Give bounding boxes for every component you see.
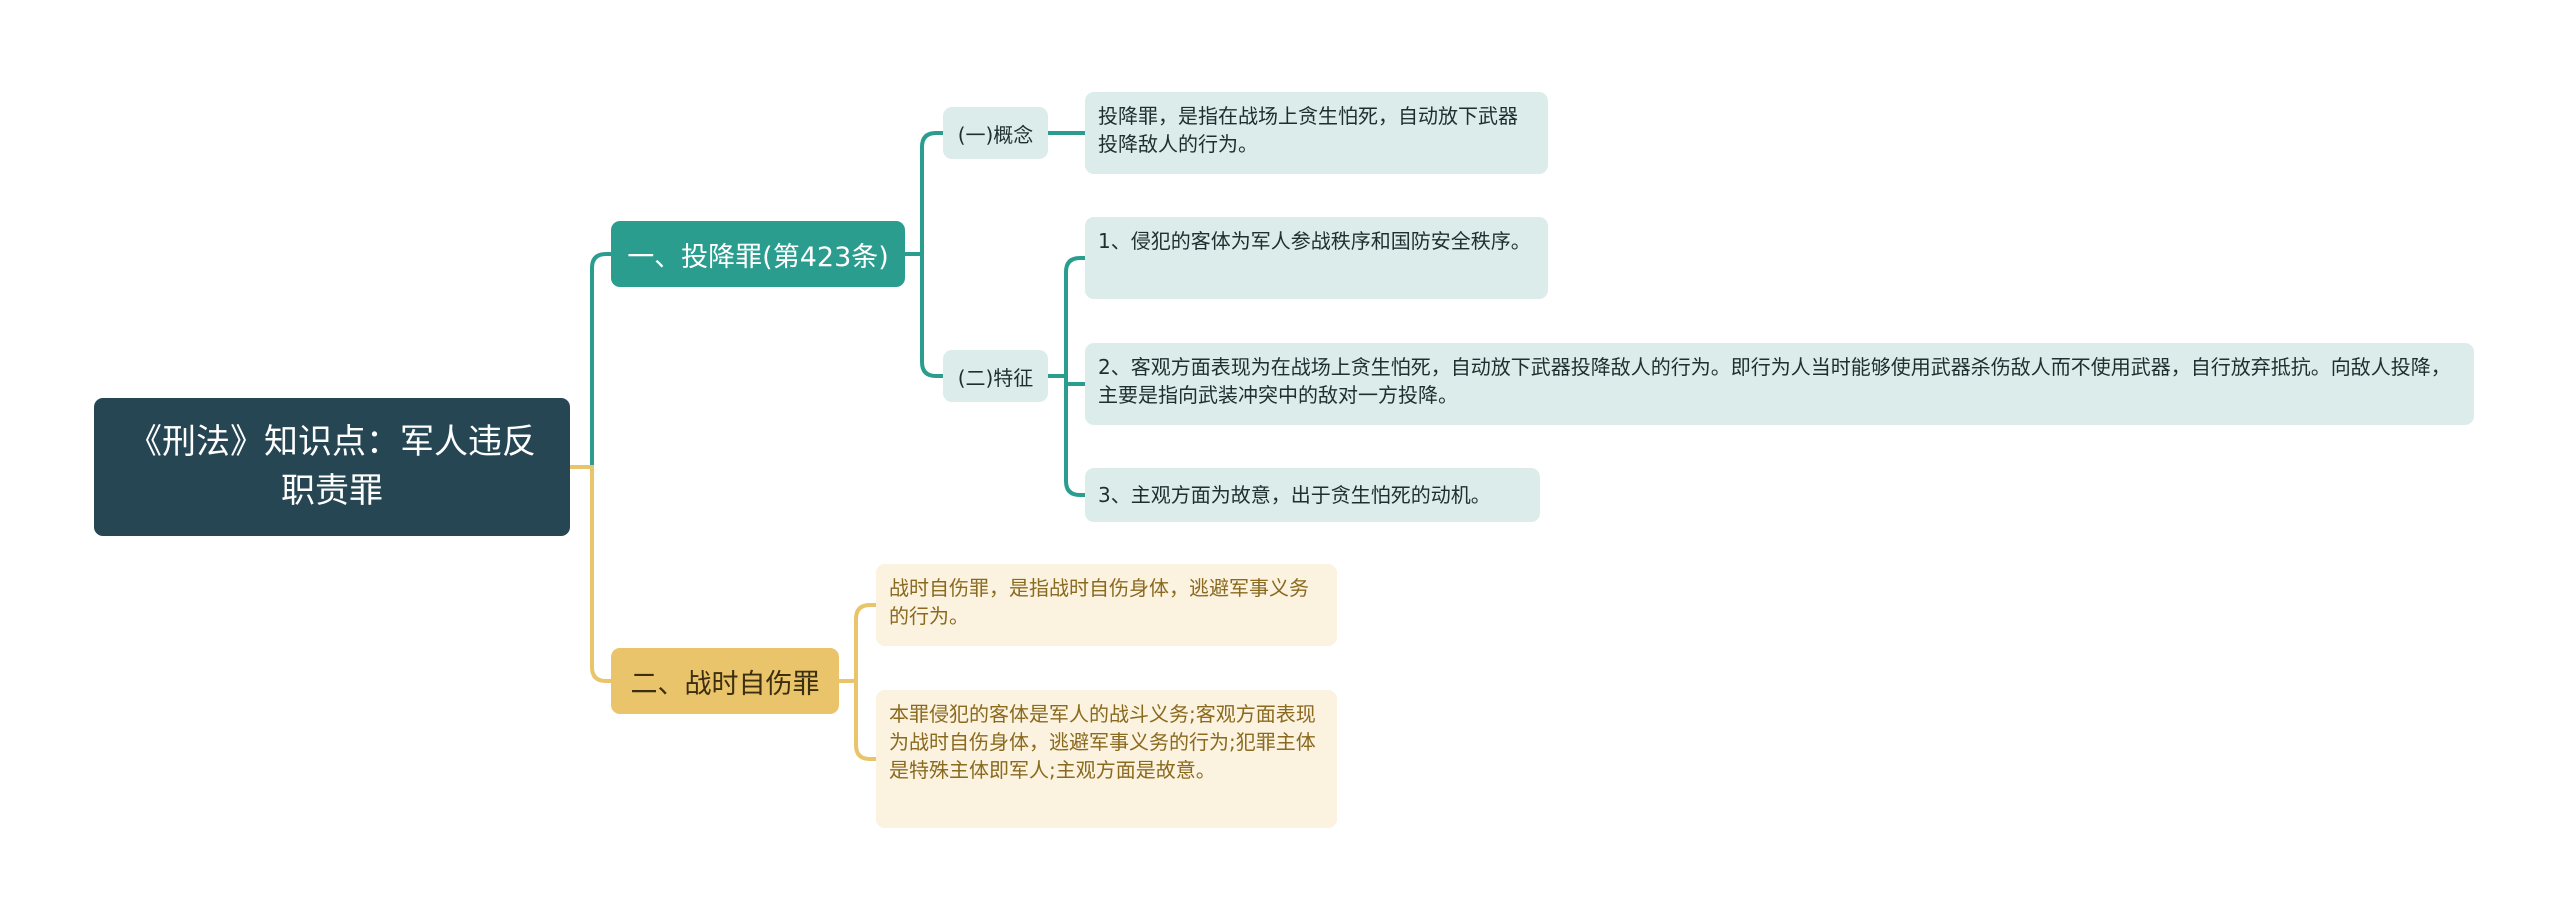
- leaf-feature-1[interactable]: 1、侵犯的客体为军人参战秩序和国防安全秩序。: [1085, 217, 1548, 299]
- leaf-text: 本罪侵犯的客体是军人的战斗义务;客观方面表现为战时自伤身体，逃避军事义务的行为;…: [889, 702, 1316, 782]
- link-branch2-leaf2: [839, 679, 876, 761]
- link-root-branch1: [570, 252, 611, 469]
- subtopic-label: (二)特征: [957, 365, 1034, 390]
- link-sub2-leaf2: [1048, 256, 1085, 378]
- root-topic[interactable]: 《刑法》知识点：军人违反职责罪: [94, 398, 570, 536]
- subtopic-label: (一)概念: [957, 122, 1034, 147]
- link-sub2-leaf4: [1048, 374, 1085, 497]
- link-branch1-sub1: [905, 131, 943, 256]
- link-branch2-leaf1: [839, 603, 876, 683]
- leaf-feature-3[interactable]: 3、主观方面为故意，出于贪生怕死的动机。: [1085, 468, 1540, 522]
- leaf-self-injury-definition[interactable]: 战时自伤罪，是指战时自伤身体，逃避军事义务的行为。: [876, 564, 1337, 646]
- branch-self-injury-crime[interactable]: 二、战时自伤罪: [611, 648, 839, 714]
- leaf-self-injury-elements[interactable]: 本罪侵犯的客体是军人的战斗义务;客观方面表现为战时自伤身体，逃避军事义务的行为;…: [876, 690, 1337, 828]
- leaf-text: 3、主观方面为故意，出于贪生怕死的动机。: [1098, 483, 1491, 507]
- branch-surrender-crime[interactable]: 一、投降罪(第423条): [611, 221, 905, 287]
- leaf-text: 投降罪，是指在战场上贪生怕死，自动放下武器投降敌人的行为。: [1098, 104, 1518, 156]
- leaf-concept-definition[interactable]: 投降罪，是指在战场上贪生怕死，自动放下武器投降敌人的行为。: [1085, 92, 1548, 174]
- branch-label: 二、战时自伤罪: [630, 668, 820, 700]
- link-branch1-sub2: [905, 252, 943, 378]
- branch-label: 一、投降罪(第423条): [627, 241, 889, 273]
- leaf-feature-2[interactable]: 2、客观方面表现为在战场上贪生怕死，自动放下武器投降敌人的行为。即行为人当时能够…: [1085, 343, 2474, 425]
- leaf-text: 战时自伤罪，是指战时自伤身体，逃避军事义务的行为。: [889, 576, 1309, 628]
- link-root-branch2: [570, 465, 611, 683]
- subtopic-concept[interactable]: (一)概念: [943, 107, 1048, 159]
- leaf-text: 1、侵犯的客体为军人参战秩序和国防安全秩序。: [1098, 229, 1531, 253]
- subtopic-features[interactable]: (二)特征: [943, 350, 1048, 402]
- leaf-text: 2、客观方面表现为在战场上贪生怕死，自动放下武器投降敌人的行为。即行为人当时能够…: [1098, 355, 2451, 407]
- root-topic-label: 《刑法》知识点：军人违反职责罪: [128, 422, 536, 511]
